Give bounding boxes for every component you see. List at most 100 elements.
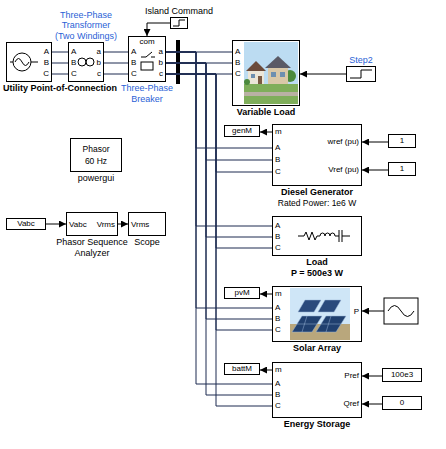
port-label: B [275,390,280,400]
houses-illustration [244,79,250,85]
label-group: Variable Load [221,107,311,118]
label-group: Step2 [336,55,386,66]
transformer-symbol [86,58,94,66]
port-label: b [97,58,101,68]
port-label: B [275,314,280,324]
rlc-load-symbol [342,236,350,237]
transformer-symbol [78,58,94,66]
port-label: Vrms [131,220,149,230]
block-label: Scope [122,237,172,248]
port-label: Vabc [69,220,87,230]
breaker-symbol [146,52,152,57]
block-text: Vabc [17,219,35,229]
ac-source-symbol [31,62,38,63]
block-label: P = 500e3 W [267,268,367,279]
step-symbol [350,70,372,78]
houses-illustration [265,56,291,68]
port-label: m [275,289,282,299]
label-group: Scope [122,237,172,248]
port-label: A [131,47,136,57]
goto-tag: pvM [224,287,260,299]
port-label: A [275,303,280,313]
constant-block: 1 [388,162,416,176]
step-symbol [173,20,185,26]
breaker-symbol [141,57,146,58]
breaker-symbol [141,62,153,70]
power-line [166,52,272,330]
block-text: pvM [234,288,249,298]
port-label: a [159,47,163,57]
block-label: Three-Phase Breaker [117,83,177,104]
block-label: Load [267,257,367,268]
port-label: Qref [343,399,359,409]
breaker-block: comABCabcThree-Phase Breaker [128,36,166,82]
port-label: A [275,143,280,153]
port-label: B [71,58,76,68]
port-label: B [131,58,136,68]
power-line [104,52,128,74]
port-label: a [97,47,101,57]
port-label: A [275,221,280,231]
block-text: 60 Hz [85,156,107,166]
port-label: Vref (pu) [328,165,359,175]
port-label: m [275,365,282,375]
constant-block: 0 [382,396,422,410]
label-group: Utility Point-of-Connection [1,83,119,94]
label-group: LoadP = 500e3 W [267,257,367,278]
rlc-load-symbol [298,232,320,240]
storage-block: mABCPrefQrefEnergy Storage [272,362,362,418]
port-label: C [71,69,77,79]
breaker-symbol [141,52,155,70]
port-label: A [235,47,240,57]
sine-wave-block [388,306,414,317]
block-label: Diesel Generator [267,187,367,198]
block-label: Solar Array [272,343,362,354]
port-label: B [235,58,240,68]
rlc-load-symbol [298,230,350,242]
label-group: Solar Array [272,343,362,354]
port-label: C [275,167,281,177]
rlc-load-symbol [339,230,340,242]
solar-illustration [318,300,341,312]
label-group: Energy Storage [267,419,367,430]
load-block: ABCLoadP = 500e3 W [272,216,362,256]
port-label: A [71,47,76,57]
block-label: Phasor Sequence Analyzer [52,237,132,258]
houses-illustration [251,74,255,78]
block-text: 0 [400,398,404,408]
block-text: 100e3 [391,370,413,380]
analyzer-block: VabcVrmsPhasor Sequence Analyzer [66,212,118,236]
transformer-symbol [78,58,86,66]
signal-line [362,170,388,171]
port-label: m [275,127,282,137]
block-text: com [139,37,154,47]
houses-illustration [271,72,276,77]
block-label: Step2 [336,55,386,66]
label-group: Phasor Sequence Analyzer [52,237,132,258]
block-text: battM [232,364,252,374]
from-tag: Vabc [6,218,46,230]
rlc-load-symbol [335,236,339,237]
houses-illustration [244,92,298,96]
signal-line [118,224,128,225]
powergui-block: Phasor60 Hzpowergui [70,138,122,172]
constant-block: 1 [388,134,416,148]
port-label: C [275,243,281,253]
port-label: C [131,69,137,79]
block-label: Variable Load [221,107,311,118]
block-label: Island Command [139,6,219,17]
ac-source-symbol [10,53,38,71]
port-label: wref (pu) [327,137,359,147]
port-label: c [159,69,163,79]
solar-block: mABCPSolar Array [272,286,362,342]
houses-illustration [248,70,264,84]
load-block: ABCVariable Load [232,40,300,106]
signal-line [362,404,382,405]
port-label: b [159,58,163,68]
step-block: Step2 [346,66,376,82]
port-label: B [275,232,280,242]
constant-block: 100e3 [382,368,422,382]
block-text: 1 [400,136,404,146]
signal-line [300,74,346,75]
